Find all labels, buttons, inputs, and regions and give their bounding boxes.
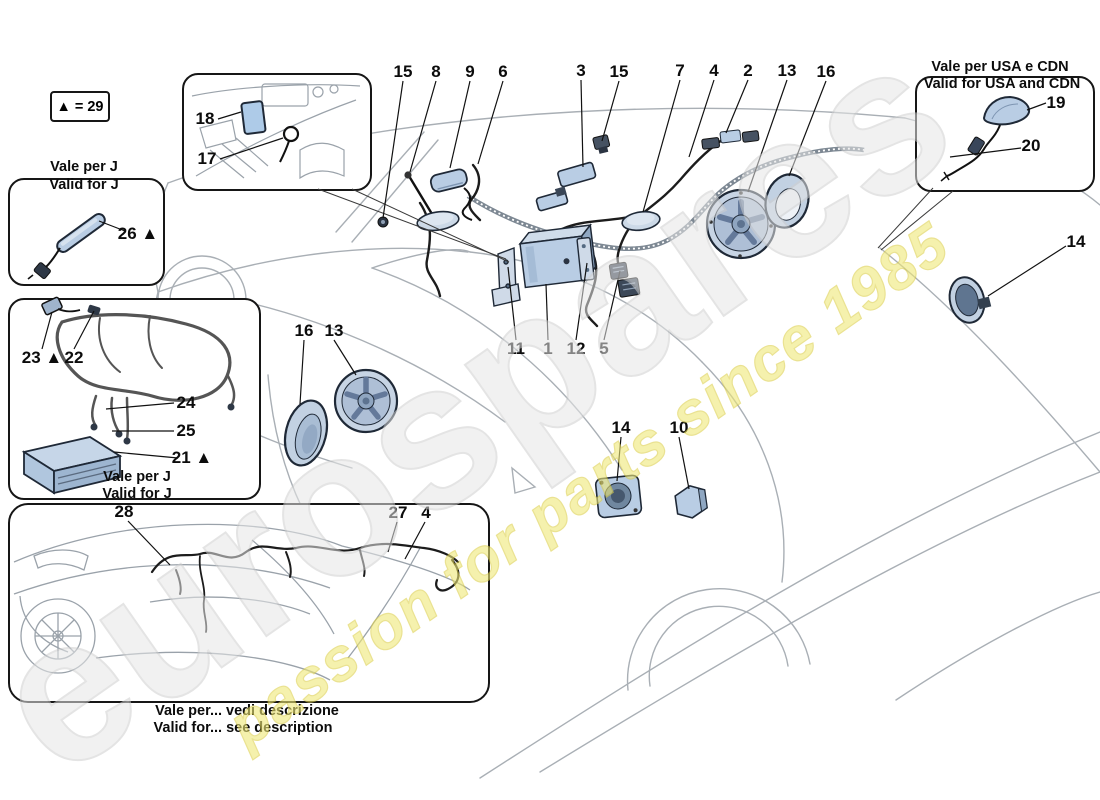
bottom-caption-en: Valid for... see description (153, 720, 333, 736)
j-antenna-title-it: Vale per J (50, 159, 118, 175)
connectors-2 (701, 129, 760, 150)
cable-tie-17 (279, 125, 300, 163)
antenna-base-15 (416, 210, 460, 232)
part-label-4: 4 (709, 61, 719, 80)
harness-loop-j (55, 313, 236, 441)
antenna-base-7 (621, 210, 661, 232)
legend-triangle-note: ▲ = 29 (50, 91, 110, 122)
engine-bay-art (191, 83, 361, 180)
part-label-23: 23 ▲ (21, 348, 63, 367)
part-label-5: 5 (599, 339, 609, 358)
part-label-14-mid: 14 (611, 418, 631, 437)
antenna-rod-8 (404, 171, 434, 215)
part-label-9: 9 (465, 62, 475, 81)
part-label-21: 21 ▲ (171, 448, 213, 467)
clip-15 (592, 134, 611, 154)
part-label-8: 8 (431, 62, 441, 81)
part-label-7: 7 (675, 61, 685, 80)
part-label-6: 6 (498, 62, 508, 81)
module-18 (240, 100, 267, 135)
part-label-14-right: 14 (1066, 232, 1086, 251)
tweeter-14-right (948, 276, 992, 324)
part-label-10: 10 (669, 418, 689, 437)
speaker-13-left (333, 368, 399, 434)
part-label-4b: 4 (421, 503, 431, 522)
part-label-27: 27 (388, 503, 408, 522)
block-10 (674, 484, 708, 519)
bottom-inset-car (13, 523, 471, 681)
plug-22 (87, 304, 101, 316)
part-label-17: 17 (197, 149, 217, 168)
grommet-15 (377, 216, 389, 228)
part-label-13: 13 (777, 61, 797, 80)
shark-fin-antenna-19 (982, 95, 1031, 126)
speaker-ring-16-right (764, 173, 810, 229)
module-3 (535, 161, 597, 212)
usa-cdn-title-it: Vale per USA e CDN (931, 59, 1069, 75)
part-label-3: 3 (576, 61, 586, 80)
bracket-11 (491, 247, 521, 307)
bottom-caption-it: Vale per... vedi descrizione (155, 703, 339, 719)
part-label-16: 16 (816, 62, 836, 81)
part-label-20: 20 (1021, 136, 1041, 155)
antenna-26 (27, 213, 106, 280)
part-label-1: 1 (543, 339, 553, 358)
part-label-26: 26 ▲ (117, 224, 159, 243)
plug-23 (41, 296, 63, 316)
part-label-15: 15 (393, 62, 413, 81)
connector-5 (608, 261, 641, 298)
part-label-16-left: 16 (294, 321, 314, 340)
part-label-11: 11 (507, 339, 525, 358)
j-antenna-title-en: Valid for J (49, 177, 119, 193)
part-label-22: 22 (64, 348, 84, 367)
part-label-24: 24 (176, 393, 196, 412)
cd-changer-21 (21, 436, 123, 495)
antenna-cable-20 (940, 124, 1001, 182)
part-label-2: 2 (743, 61, 753, 80)
part-label-28: 28 (114, 502, 134, 521)
speaker-cover-16-left (283, 399, 329, 467)
j-harness-caption-en: Valid for J (102, 486, 172, 502)
part-label-18: 18 (195, 109, 215, 128)
gps-antenna-9 (429, 168, 473, 221)
j-harness-caption-it: Vale per J (103, 469, 171, 485)
usa-cdn-title-en: Valid for USA and CDN (923, 76, 1081, 92)
part-label-13-left: 13 (324, 321, 344, 340)
part-label-19: 19 (1046, 93, 1066, 112)
part-label-25: 25 (176, 421, 196, 440)
speaker-13-right (705, 188, 777, 260)
bracket-12 (576, 236, 595, 282)
leader-lines (41, 79, 1067, 566)
callout-pointers (317, 187, 954, 263)
part-label-15b: 15 (609, 62, 629, 81)
part-label-12: 12 (566, 339, 586, 358)
bottom-inset-harness (150, 542, 460, 633)
inset-bottom-description (8, 503, 490, 703)
tweeter-14-mid (594, 474, 643, 519)
